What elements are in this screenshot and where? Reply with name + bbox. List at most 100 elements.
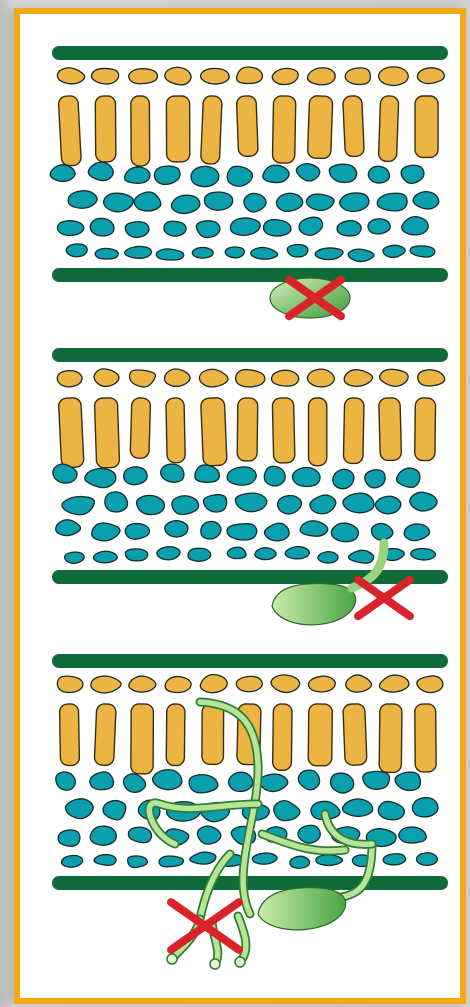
palisade-cell bbox=[58, 397, 84, 467]
spongy-cell bbox=[157, 547, 180, 560]
leaf-cross-section-3 bbox=[52, 654, 448, 969]
spongy-cell bbox=[378, 801, 404, 819]
epidermis-cell bbox=[237, 67, 263, 84]
palisade-cell bbox=[308, 704, 332, 766]
palisade-cell bbox=[202, 704, 224, 764]
spongy-cell bbox=[192, 247, 213, 258]
spongy-cell bbox=[399, 827, 427, 843]
spongy-cell bbox=[65, 799, 93, 819]
spongy-cell bbox=[123, 774, 145, 793]
spongy-cell bbox=[90, 826, 116, 845]
spongy-cell bbox=[227, 547, 246, 559]
spongy-cell bbox=[85, 468, 116, 487]
hypha-tip bbox=[235, 957, 245, 967]
palisade-cell bbox=[131, 704, 154, 774]
spongy-cell bbox=[383, 245, 405, 257]
spongy-cell bbox=[285, 547, 309, 559]
hypha-tip bbox=[210, 959, 220, 969]
hypha-tip bbox=[167, 954, 177, 964]
palisade-cell bbox=[343, 96, 365, 157]
palisade-cell bbox=[58, 96, 81, 166]
spongy-cell bbox=[410, 492, 437, 511]
spongy-cell bbox=[411, 548, 436, 559]
spongy-cell bbox=[128, 856, 148, 868]
palisade-cell bbox=[201, 398, 228, 466]
spongy-cell bbox=[95, 248, 118, 259]
spongy-cell bbox=[292, 467, 320, 486]
spongy-cell bbox=[306, 194, 334, 210]
spongy-cell bbox=[125, 167, 150, 183]
palisade-cell bbox=[309, 398, 327, 466]
palisade-cell bbox=[95, 96, 116, 162]
spongy-cell bbox=[278, 496, 302, 514]
spongy-cell bbox=[191, 166, 219, 186]
spongy-cell bbox=[103, 801, 126, 820]
spongy-cell bbox=[128, 827, 151, 843]
spongy-cell bbox=[395, 772, 420, 790]
epidermis-cell bbox=[94, 369, 119, 387]
spongy-cell bbox=[159, 856, 183, 867]
epidermis-cell bbox=[344, 370, 372, 387]
spongy-cell bbox=[402, 217, 429, 235]
epidermis-cell bbox=[164, 369, 190, 386]
spongy-cell bbox=[340, 193, 369, 211]
spongy-cell bbox=[298, 770, 319, 790]
epidermis-cell bbox=[272, 68, 298, 84]
epidermis-cell bbox=[380, 369, 409, 386]
spongy-cell bbox=[56, 772, 76, 790]
lower-cuticle bbox=[52, 876, 448, 890]
spongy-cell bbox=[410, 246, 435, 257]
epidermis-cell bbox=[379, 67, 409, 86]
palisade-cell bbox=[343, 398, 364, 464]
leaf-cross-section-2 bbox=[52, 348, 448, 625]
spongy-cell bbox=[195, 465, 219, 482]
palisade-cell bbox=[307, 96, 332, 159]
palisade-cell bbox=[415, 398, 436, 461]
leaf-cross-section-1 bbox=[50, 46, 448, 318]
epidermis-cell bbox=[129, 676, 156, 692]
epidermis-cell bbox=[345, 68, 370, 85]
spongy-cell bbox=[368, 219, 390, 234]
epidermis-cell bbox=[308, 676, 335, 692]
spongy-cell bbox=[333, 469, 354, 488]
epidermis-cell bbox=[91, 68, 118, 84]
spongy-cell bbox=[92, 523, 120, 541]
palisade-cell bbox=[237, 398, 258, 461]
epidermis-cell bbox=[417, 676, 443, 693]
spongy-cell bbox=[265, 523, 290, 541]
spongy-cell bbox=[316, 855, 343, 866]
palisade-cell bbox=[131, 96, 150, 166]
spongy-cell bbox=[105, 492, 128, 512]
spongy-cell bbox=[349, 550, 374, 563]
cross-mark-icon bbox=[358, 580, 410, 616]
spongy-cell bbox=[363, 771, 390, 789]
spongy-cell bbox=[330, 773, 353, 793]
spongy-cell bbox=[227, 166, 252, 186]
epidermis-cell bbox=[199, 369, 228, 387]
palisade-cell bbox=[201, 96, 223, 165]
palisade-cell bbox=[166, 398, 185, 463]
epidermis-cell bbox=[91, 676, 121, 693]
spongy-cell bbox=[125, 246, 152, 258]
spongy-cell bbox=[263, 220, 290, 236]
spongy-cell bbox=[318, 552, 338, 563]
palisade-cell bbox=[272, 96, 295, 163]
spongy-cell bbox=[88, 162, 113, 180]
epidermis-cell bbox=[379, 675, 408, 692]
spongy-cell bbox=[276, 193, 302, 211]
epidermis-cell bbox=[165, 677, 191, 693]
epidermis-cell bbox=[129, 69, 158, 84]
spongy-cell bbox=[229, 772, 253, 791]
spongy-cell bbox=[125, 222, 149, 238]
spongy-cell bbox=[90, 772, 114, 790]
spongy-cell bbox=[315, 248, 343, 260]
spongy-cell bbox=[125, 524, 149, 540]
epidermis-cell bbox=[272, 370, 299, 386]
spongy-cell bbox=[343, 799, 373, 816]
lower-cuticle bbox=[52, 268, 448, 282]
spongy-cell bbox=[68, 191, 97, 208]
spongy-cell bbox=[50, 165, 75, 182]
spongy-cell bbox=[274, 801, 300, 821]
epidermis-cell bbox=[307, 369, 334, 387]
spongy-cell bbox=[137, 495, 165, 514]
